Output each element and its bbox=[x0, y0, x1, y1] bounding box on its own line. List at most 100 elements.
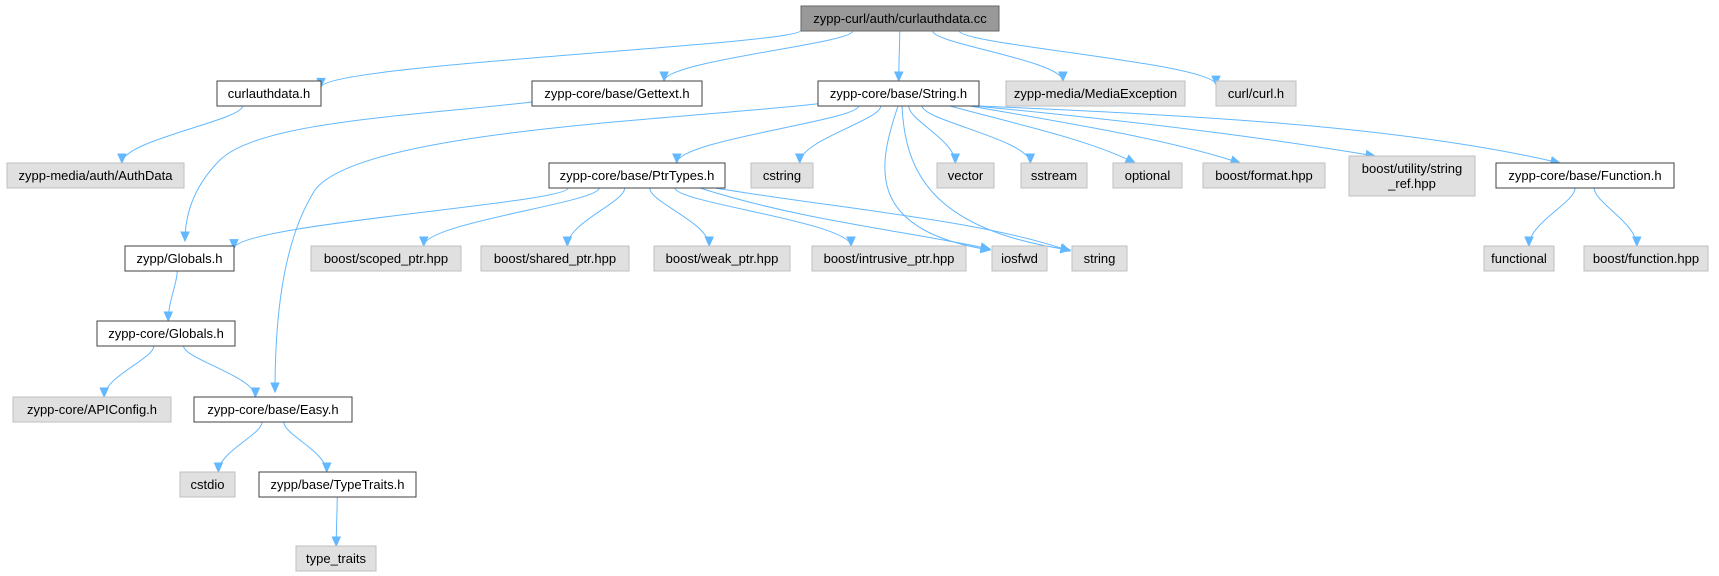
node-boost_function[interactable]: boost/function.hpp bbox=[1583, 245, 1709, 272]
node-string_h[interactable]: zypp-core/base/String.h bbox=[817, 80, 980, 107]
node-type_traits[interactable]: type_traits bbox=[295, 545, 377, 572]
edge-curlauthdata_h-to-authdata-arrowhead bbox=[117, 153, 127, 165]
node-label: zypp-core/APIConfig.h bbox=[27, 402, 157, 417]
node-shared_ptr[interactable]: boost/shared_ptr.hpp bbox=[480, 245, 630, 272]
node-label: zypp-core/base/Easy.h bbox=[207, 402, 338, 417]
node-core_globals[interactable]: zypp-core/Globals.h bbox=[96, 320, 236, 347]
edge-ptrtypes-to-intrusive_ptr bbox=[674, 187, 852, 247]
node-box bbox=[258, 471, 417, 498]
node-functional[interactable]: functional bbox=[1483, 245, 1555, 272]
edge-ptrtypes-to-shared_ptr bbox=[566, 187, 626, 247]
nodes-layer: zypp-curl/auth/curlauthdata.cc curlauthda… bbox=[6, 5, 1709, 572]
node-label: boost/shared_ptr.hpp bbox=[494, 251, 616, 266]
node-box bbox=[1483, 245, 1555, 272]
node-label: curlauthdata.h bbox=[228, 86, 310, 101]
edge-ptrtypes-to-shared_ptr-arrowhead bbox=[562, 236, 573, 248]
node-label: sstream bbox=[1031, 168, 1077, 183]
node-box bbox=[12, 396, 172, 423]
node-label: type_traits bbox=[306, 551, 366, 566]
edge-string_h-to-boost_string_ref bbox=[974, 105, 1376, 157]
edge-root-to-gettext-arrowhead bbox=[659, 71, 669, 83]
node-easy_h[interactable]: zypp-core/base/Easy.h bbox=[193, 396, 353, 423]
node-label: boost/function.hpp bbox=[1593, 251, 1699, 266]
node-box bbox=[548, 162, 726, 189]
node-iosfwd[interactable]: iosfwd bbox=[991, 245, 1048, 272]
edge-core_globals-to-easy_h-arrowhead bbox=[250, 387, 261, 399]
edge-string_h-to-boost_format bbox=[969, 105, 1241, 164]
node-sstream[interactable]: sstream bbox=[1020, 162, 1088, 189]
node-label: boost/scoped_ptr.hpp bbox=[324, 251, 448, 266]
node-curl_h[interactable]: curl/curl.h bbox=[1215, 80, 1297, 107]
edge-root-to-mediaexception bbox=[932, 30, 1064, 82]
node-box bbox=[1005, 80, 1186, 107]
edge-core_globals-to-apiconfig-arrowhead bbox=[99, 387, 109, 399]
node-cstdio[interactable]: cstdio bbox=[179, 471, 236, 498]
node-box bbox=[817, 80, 980, 107]
edge-ptrtypes-to-iosfwd-arrowhead bbox=[979, 242, 992, 252]
node-authdata[interactable]: zypp-media/auth/AuthData bbox=[6, 162, 185, 189]
node-label: iosfwd bbox=[1001, 251, 1038, 266]
edge-string_h-to-sstream bbox=[921, 105, 1031, 164]
node-boost_string_ref[interactable]: boost/utility/string_ref.hpp bbox=[1348, 155, 1476, 197]
edge-string_h-to-easy_h bbox=[274, 102, 826, 393]
node-intrusive_ptr[interactable]: boost/intrusive_ptr.hpp bbox=[811, 245, 967, 272]
node-box bbox=[800, 5, 1000, 32]
node-typetraits_h[interactable]: zypp/base/TypeTraits.h bbox=[258, 471, 417, 498]
edge-string_h-to-ptrtypes bbox=[676, 105, 860, 164]
edge-root-to-curlauthdata_h bbox=[320, 29, 802, 88]
node-zypp_globals[interactable]: zypp/Globals.h bbox=[124, 245, 235, 272]
edge-string_h-to-easy_h-arrowhead bbox=[270, 382, 280, 394]
node-label: zypp/Globals.h bbox=[137, 251, 223, 266]
edge-easy_h-to-cstdio bbox=[217, 421, 263, 473]
node-label: string bbox=[1084, 251, 1116, 266]
node-box bbox=[295, 545, 377, 572]
edge-string_h-to-sstream-arrowhead bbox=[1025, 153, 1036, 165]
edge-ptrtypes-to-weak_ptr-arrowhead bbox=[704, 236, 714, 248]
node-box bbox=[1495, 162, 1675, 189]
node-ptrtypes[interactable]: zypp-core/base/PtrTypes.h bbox=[548, 162, 726, 189]
node-label: cstdio bbox=[191, 477, 225, 492]
node-box bbox=[1215, 80, 1297, 107]
node-cstring[interactable]: cstring bbox=[750, 162, 814, 189]
node-optional[interactable]: optional bbox=[1112, 162, 1183, 189]
edge-core_globals-to-apiconfig bbox=[103, 345, 155, 398]
node-function_h[interactable]: zypp-core/base/Function.h bbox=[1495, 162, 1675, 189]
edge-string_h-to-function_h bbox=[979, 105, 1561, 164]
node-label: zypp-core/base/String.h bbox=[830, 86, 967, 101]
node-box bbox=[1583, 245, 1709, 272]
edge-easy_h-to-typetraits_h bbox=[283, 421, 328, 473]
edge-string_h-to-cstring-arrowhead bbox=[794, 153, 805, 165]
node-gettext[interactable]: zypp-core/base/Gettext.h bbox=[531, 80, 703, 107]
node-box bbox=[653, 245, 791, 272]
node-box bbox=[179, 471, 236, 498]
node-root[interactable]: zypp-curl/auth/curlauthdata.cc bbox=[800, 5, 1000, 32]
node-label: _ref.hpp bbox=[1387, 176, 1436, 191]
edge-function_h-to-boost_function bbox=[1593, 187, 1638, 247]
edge-gettext-to-zypp_globals-arrowhead bbox=[180, 231, 190, 243]
node-apiconfig[interactable]: zypp-core/APIConfig.h bbox=[12, 396, 172, 423]
node-weak_ptr[interactable]: boost/weak_ptr.hpp bbox=[653, 245, 791, 272]
edges-layer bbox=[99, 29, 1642, 548]
node-label: zypp/base/TypeTraits.h bbox=[271, 477, 405, 492]
node-box bbox=[1202, 162, 1326, 189]
edge-string_h-to-optional-arrowhead bbox=[1124, 154, 1137, 164]
node-string[interactable]: string bbox=[1071, 245, 1128, 272]
node-box bbox=[193, 396, 353, 423]
edge-ptrtypes-to-scoped_ptr bbox=[423, 187, 600, 247]
node-label: boost/weak_ptr.hpp bbox=[666, 251, 779, 266]
node-label: zypp-core/Globals.h bbox=[108, 326, 224, 341]
edge-ptrtypes-to-string bbox=[714, 187, 1071, 252]
node-box bbox=[750, 162, 814, 189]
edge-ptrtypes-to-weak_ptr bbox=[649, 187, 710, 247]
node-label: boost/utility/string bbox=[1362, 161, 1462, 176]
edge-root-to-curl_h bbox=[958, 30, 1217, 86]
node-scoped_ptr[interactable]: boost/scoped_ptr.hpp bbox=[310, 245, 462, 272]
node-mediaexception[interactable]: zypp-media/MediaException bbox=[1005, 80, 1186, 107]
node-label: vector bbox=[948, 168, 984, 183]
edge-root-to-mediaexception-arrowhead bbox=[1058, 71, 1068, 83]
node-boost_format[interactable]: boost/format.hpp bbox=[1202, 162, 1326, 189]
edge-ptrtypes-to-scoped_ptr-arrowhead bbox=[419, 236, 429, 248]
node-vector[interactable]: vector bbox=[936, 162, 995, 189]
node-curlauthdata_h[interactable]: curlauthdata.h bbox=[216, 80, 322, 107]
